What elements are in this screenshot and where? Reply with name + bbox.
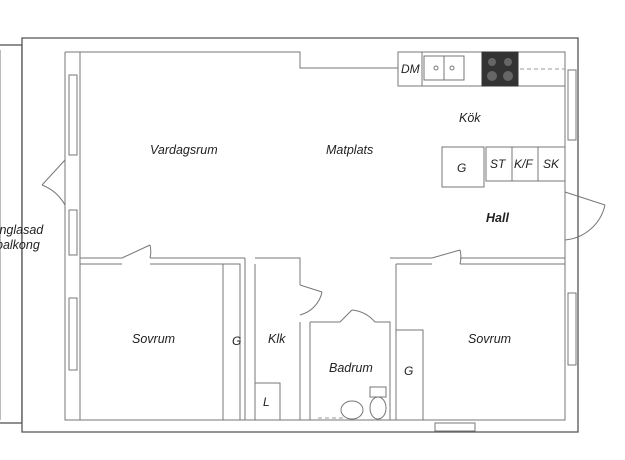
- kitchen-g-label: G: [457, 161, 466, 175]
- room-label-bedroom-left: Sovrum: [132, 332, 175, 346]
- dishwasher-label: DM: [401, 62, 420, 76]
- kitchen-appliances: [441, 146, 566, 188]
- toilet-tank-icon: [369, 386, 387, 398]
- linen-label: L: [263, 395, 270, 409]
- balcony-label-line2: balkong: [0, 238, 40, 252]
- balcony-door: [41, 159, 66, 206]
- room-label-hall: Hall: [486, 211, 509, 225]
- kf-label: K/F: [514, 157, 533, 171]
- room-label-bedroom-right: Sovrum: [468, 332, 511, 346]
- room-label-living: Vardagsrum: [150, 143, 218, 157]
- wardrobe-left-label: G: [232, 334, 241, 348]
- stove-icon: [481, 51, 519, 87]
- room-label-closet: Klk: [268, 332, 286, 346]
- room-label-bathroom: Badrum: [329, 361, 373, 375]
- bathroom-fixtures: [318, 386, 387, 420]
- toilet-icon: [369, 396, 387, 420]
- balcony-label-line1: Inglasad: [0, 223, 44, 237]
- windows: [68, 69, 577, 432]
- front-door: [564, 191, 606, 241]
- room-label-dining: Matplats: [326, 143, 373, 157]
- dishwasher-box: [397, 51, 423, 87]
- wardrobes: [222, 263, 424, 421]
- washbasin-icon: [340, 400, 364, 420]
- kitchen-counter: [397, 51, 566, 87]
- sk-label: SK: [543, 157, 560, 171]
- room-label-kitchen: Kök: [459, 111, 481, 125]
- st-label: ST: [490, 157, 507, 171]
- wardrobe-right-label: G: [404, 364, 413, 378]
- outer-walls: [21, 37, 579, 433]
